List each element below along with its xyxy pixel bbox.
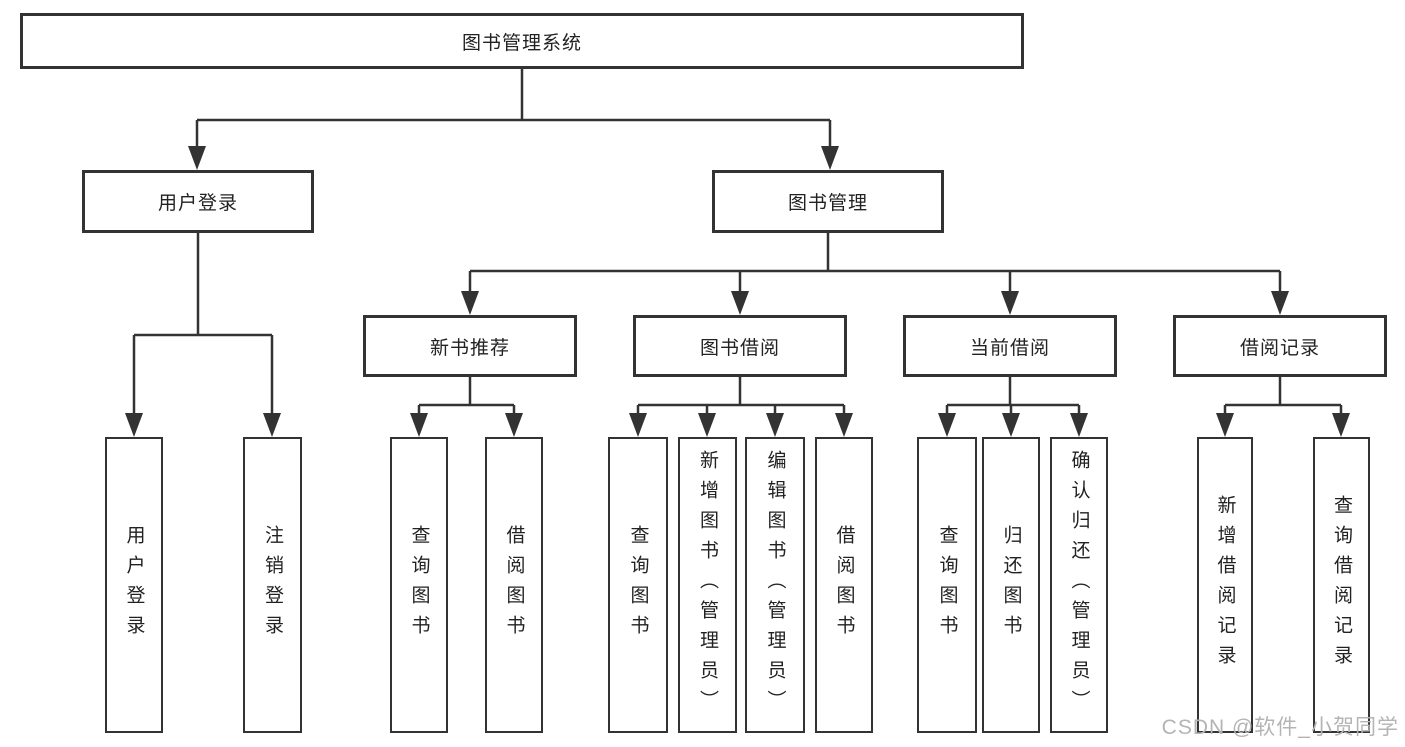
- node-label: 借阅图书: [503, 525, 525, 645]
- node-label: 查询图书: [936, 525, 958, 645]
- node-label: 图书借阅: [699, 337, 780, 359]
- node-label: 编辑图书（管理员）: [764, 450, 786, 720]
- leaf-logout: 注销登录: [243, 437, 302, 733]
- leaf-borrow-books: 借阅图书: [815, 437, 873, 733]
- leaf-user-login: 用户登录: [105, 437, 163, 733]
- node-label: 当前借阅: [969, 337, 1050, 359]
- node-label: 归还图书: [1000, 525, 1022, 645]
- node-label: 确认归还（管理员）: [1068, 450, 1090, 720]
- leaf-query-borrow-record: 查询借阅记录: [1313, 437, 1370, 733]
- leaf-add-borrow-record: 新增借阅记录: [1197, 437, 1253, 733]
- node-label: 查询图书: [627, 525, 649, 645]
- leaf-add-book-admin: 新增图书（管理员）: [678, 437, 737, 733]
- node-label: 图书管理: [787, 193, 868, 214]
- node-label: 新书推荐: [429, 337, 510, 359]
- node-book-management: 图书管理: [712, 170, 944, 233]
- node-label: 新增借阅记录: [1214, 495, 1236, 675]
- node-new-book-recommend: 新书推荐: [363, 315, 577, 377]
- leaf-query-books-borrowing: 查询图书: [608, 437, 668, 733]
- leaf-confirm-return-admin: 确认归还（管理员）: [1050, 437, 1108, 733]
- node-book-borrowing: 图书借阅: [633, 315, 847, 377]
- node-label: 借阅图书: [833, 525, 855, 645]
- node-borrowing-records: 借阅记录: [1173, 315, 1387, 377]
- node-label: 用户登录: [157, 193, 238, 214]
- leaf-query-books-recommend: 查询图书: [390, 437, 448, 733]
- node-current-borrowing: 当前借阅: [903, 315, 1117, 377]
- leaf-borrow-books-recommend: 借阅图书: [485, 437, 543, 733]
- node-library-management-system: 图书管理系统: [20, 13, 1024, 69]
- node-label: 用户登录: [123, 525, 145, 645]
- node-label: 注销登录: [262, 525, 283, 645]
- leaf-query-books-current: 查询图书: [917, 437, 977, 733]
- node-label: 查询图书: [408, 525, 430, 645]
- csdn-watermark: CSDN @软件_小贺同学: [1161, 716, 1399, 739]
- node-label: 新增图书（管理员）: [697, 450, 718, 720]
- leaf-return-books: 归还图书: [982, 437, 1040, 733]
- node-label: 查询借阅记录: [1331, 495, 1352, 675]
- node-label: 图书管理系统: [461, 32, 582, 54]
- node-user-login: 用户登录: [82, 170, 314, 233]
- node-label: 借阅记录: [1239, 337, 1320, 359]
- leaf-edit-book-admin: 编辑图书（管理员）: [745, 437, 805, 733]
